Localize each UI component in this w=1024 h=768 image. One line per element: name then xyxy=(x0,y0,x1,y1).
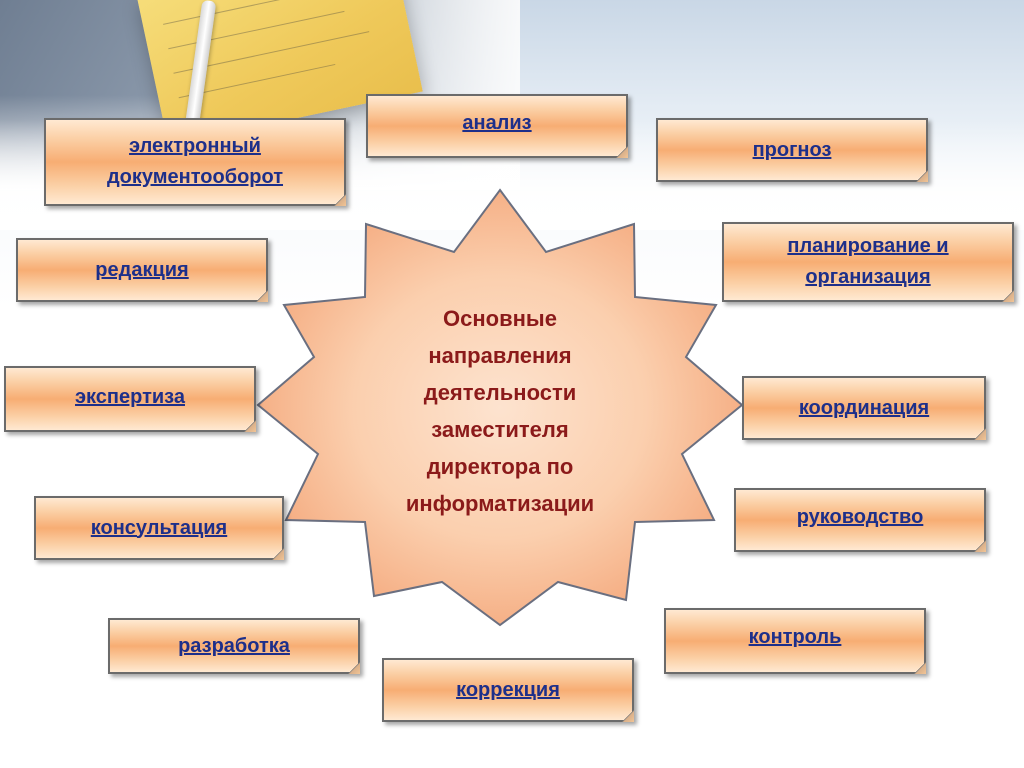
box-analiz-label[interactable]: анализ xyxy=(462,112,532,134)
box-kontrol-label[interactable]: контроль xyxy=(748,626,842,648)
box-planning-line2[interactable]: организация xyxy=(805,266,931,288)
box-ekspertiza-label[interactable]: экспертиза xyxy=(75,386,185,408)
center-line-2: направления xyxy=(428,343,572,368)
box-razrabotka-label[interactable]: разработка xyxy=(178,634,290,657)
box-electronic-docflow-line1[interactable]: электронный xyxy=(129,135,261,157)
box-ekspertiza: экспертиза xyxy=(4,366,256,432)
box-rukovodstvo-label[interactable]: руководство xyxy=(796,506,924,528)
star-shape xyxy=(256,188,744,627)
box-prognoz-label[interactable]: прогноз xyxy=(752,138,832,161)
box-prognoz: прогноз xyxy=(656,118,928,182)
box-redaktsiya: редакция xyxy=(16,238,268,302)
center-line-1: Основные xyxy=(443,306,557,331)
center-line-6: информатизации xyxy=(405,491,595,516)
center-title: Основные направления деятельности замест… xyxy=(380,300,620,522)
box-redaktsiya-label[interactable]: редакция xyxy=(95,258,189,281)
box-konsultatsiya-label[interactable]: консультация xyxy=(90,516,228,539)
box-electronic-docflow: электронный документооборот xyxy=(44,118,346,206)
box-kontrol: контроль xyxy=(664,608,926,674)
box-koordinatsiya: координация xyxy=(742,376,986,440)
center-line-5: директора по xyxy=(426,454,574,479)
box-planning: планирование и организация xyxy=(722,222,1014,302)
box-korrektsiya-label[interactable]: коррекция xyxy=(456,678,560,701)
box-konsultatsiya: консультация xyxy=(34,496,284,560)
box-razrabotka: разработка xyxy=(108,618,360,674)
center-line-3: деятельности xyxy=(423,380,577,405)
box-korrektsiya: коррекция xyxy=(382,658,634,722)
box-koordinatsiya-label[interactable]: координация xyxy=(798,396,930,419)
box-analiz: анализ xyxy=(366,94,628,158)
box-planning-line1[interactable]: планирование и xyxy=(787,235,949,257)
center-line-4: заместителя xyxy=(431,417,569,442)
box-electronic-docflow-line2[interactable]: документооборот xyxy=(106,166,284,188)
box-rukovodstvo: руководство xyxy=(734,488,986,552)
